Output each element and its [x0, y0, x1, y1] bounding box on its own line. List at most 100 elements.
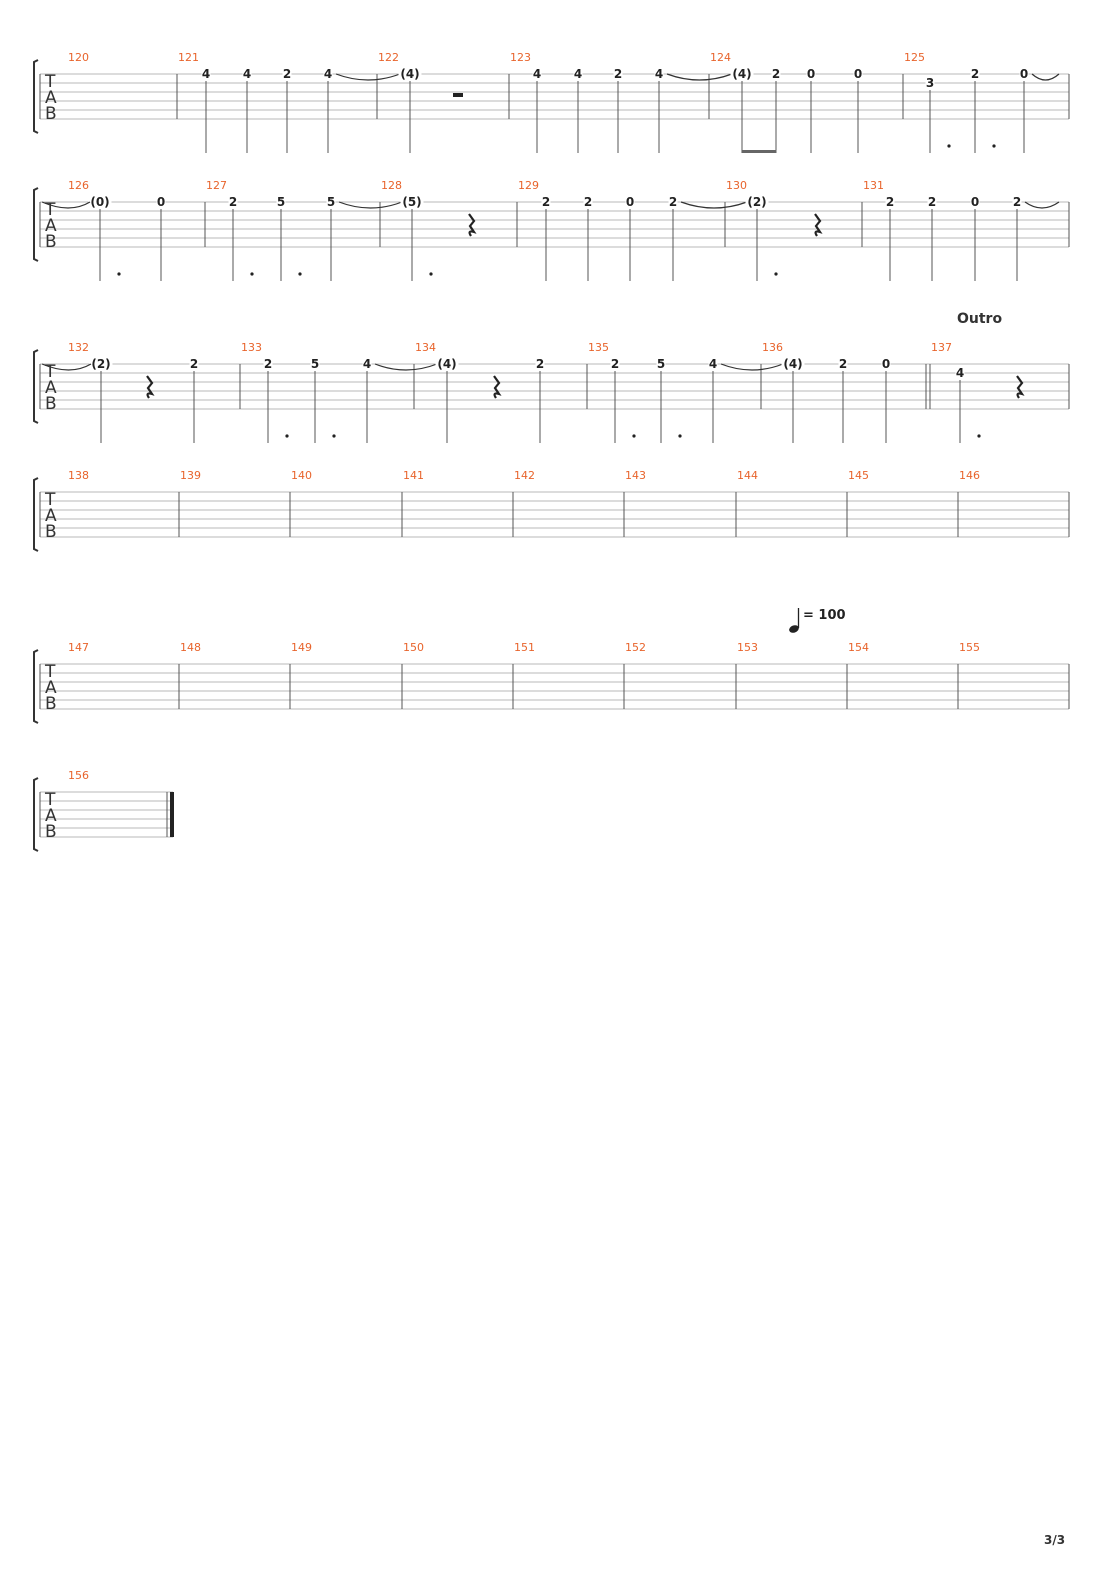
fret-bg	[398, 68, 422, 80]
fret-number: 0	[854, 67, 862, 81]
measure-number: 151	[514, 641, 535, 654]
page-number: 3/3	[1044, 1533, 1065, 1547]
tab-clef-letter: T	[44, 790, 56, 810]
measure-number: 131	[863, 179, 884, 192]
fret-number: 0	[807, 67, 815, 81]
fret-number: 2	[839, 357, 847, 371]
system-bracket	[33, 349, 39, 424]
tab-clef-letter: A	[45, 678, 57, 698]
measure-number: 140	[291, 469, 312, 482]
tab-clef-letter: B	[45, 104, 57, 124]
system-bracket	[33, 59, 39, 134]
measure-number: 149	[291, 641, 312, 654]
fret-number: 0	[157, 195, 165, 209]
measure-number: 150	[403, 641, 424, 654]
measure-number: 146	[959, 469, 980, 482]
fret-number: 4	[956, 366, 964, 380]
tab-clef-letter: T	[44, 200, 56, 220]
tab-clef-letter: B	[45, 522, 57, 542]
fret-bg	[927, 196, 937, 208]
tie	[335, 73, 401, 81]
fret-number: 5	[311, 357, 319, 371]
tab-clef-letter: T	[44, 662, 56, 682]
system-bracket	[33, 777, 39, 852]
fret-number: 0	[971, 195, 979, 209]
tab-clef-letter: B	[45, 822, 57, 842]
fret-bg	[668, 196, 678, 208]
dot	[632, 434, 636, 438]
fret-number: (4)	[732, 67, 751, 81]
dot	[285, 434, 289, 438]
dot	[250, 272, 254, 276]
fret-number: 4	[324, 67, 332, 81]
measure-number: 123	[510, 51, 531, 64]
fret-bg	[400, 196, 424, 208]
fret-bg	[955, 367, 965, 379]
fret-bg	[1012, 196, 1022, 208]
dot	[774, 272, 778, 276]
tempo-value: = 100	[803, 608, 846, 623]
dot	[429, 272, 433, 276]
measure-number: 127	[206, 179, 227, 192]
measure-number: 132	[68, 341, 89, 354]
quarter-rest-icon	[468, 213, 477, 237]
fret-bg	[771, 68, 781, 80]
fret-number: (0)	[90, 195, 109, 209]
measure-number: 154	[848, 641, 869, 654]
fret-number: 2	[928, 195, 936, 209]
fret-number: (4)	[437, 357, 456, 371]
fret-bg	[201, 68, 211, 80]
dot	[947, 144, 951, 148]
fret-number: 0	[1020, 67, 1028, 81]
fret-number: 5	[277, 195, 285, 209]
fret-bg	[228, 196, 238, 208]
measure-number: 121	[178, 51, 199, 64]
fret-number: 2	[584, 195, 592, 209]
dot	[678, 434, 682, 438]
fret-bg	[362, 358, 372, 370]
half-rest-icon	[453, 93, 463, 97]
fret-bg	[323, 68, 333, 80]
fret-bg	[541, 196, 551, 208]
measure-number: 148	[180, 641, 201, 654]
tab-clef-letter: A	[45, 506, 57, 526]
measure-number: 126	[68, 179, 89, 192]
measure-number: 133	[241, 341, 262, 354]
fret-number: 4	[709, 357, 717, 371]
tab-clef-letter: T	[44, 362, 56, 382]
fret-number: 4	[533, 67, 541, 81]
measure-number: 142	[514, 469, 535, 482]
fret-number: (4)	[783, 357, 802, 371]
fret-bg	[89, 358, 113, 370]
fret-number: 2	[669, 195, 677, 209]
quarter-rest-icon	[1016, 375, 1025, 399]
quarter-rest-icon	[146, 375, 155, 399]
fret-bg	[88, 196, 112, 208]
fret-bg	[838, 358, 848, 370]
fret-bg	[708, 358, 718, 370]
fret-bg	[610, 358, 620, 370]
fret-number: 2	[264, 357, 272, 371]
fret-bg	[435, 358, 459, 370]
dot	[332, 434, 336, 438]
measure-number: 138	[68, 469, 89, 482]
measure-number: 144	[737, 469, 758, 482]
dot	[992, 144, 996, 148]
tab-clef-letter: B	[45, 232, 57, 252]
fret-number: 2	[536, 357, 544, 371]
fret-number: 2	[542, 195, 550, 209]
measure-number: 147	[68, 641, 89, 654]
measure-number: 136	[762, 341, 783, 354]
measure-number: 120	[68, 51, 89, 64]
fret-number: 5	[657, 357, 665, 371]
fret-number: (4)	[400, 67, 419, 81]
tab-clef-letter: T	[44, 72, 56, 92]
fret-bg	[970, 68, 980, 80]
fret-number: 0	[626, 195, 634, 209]
fret-bg	[263, 358, 273, 370]
fret-number: 2	[971, 67, 979, 81]
measure-number: 137	[931, 341, 952, 354]
